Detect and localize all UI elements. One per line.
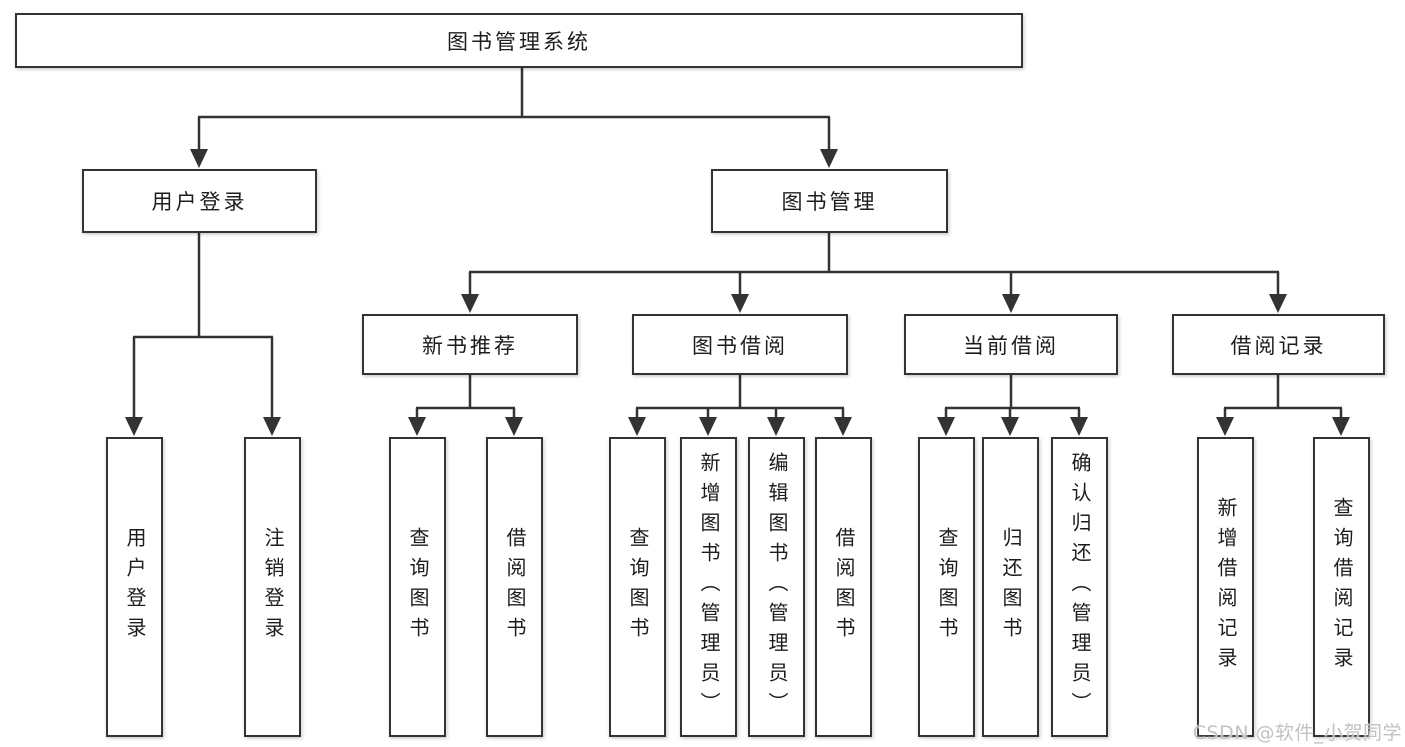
node-label: 新增借阅记录 [1214,497,1238,677]
node-label: 新书推荐 [422,333,518,358]
node-label: 确认归还（管理员） [1068,452,1092,722]
node-label: 用户登录 [151,190,248,214]
leaf-add-borrow-record: 新增借阅记录 [1197,437,1254,737]
node-label: 借阅图书 [503,527,527,647]
leaf-edit-books-admin: 编辑图书（管理员） [748,437,805,737]
node-label: 注销登录 [261,527,285,647]
node-label: 查询借阅记录 [1330,497,1354,677]
leaf-query-books-recommend: 查询图书 [389,437,446,737]
node-label: 用户登录 [123,527,147,647]
node-label: 图书管理 [781,190,878,214]
node-label: 图书管理系统 [447,29,591,54]
node-borrowing-records: 借阅记录 [1172,314,1385,375]
node-label: 图书借阅 [692,333,788,358]
node-user-login: 用户登录 [82,169,317,233]
node-label: 借阅图书 [832,527,856,647]
node-label: 编辑图书（管理员） [765,452,789,722]
node-label: 当前借阅 [963,333,1059,358]
node-label: 借阅记录 [1230,333,1327,358]
node-current-borrowing: 当前借阅 [904,314,1118,375]
leaf-borrow-books-recommend: 借阅图书 [486,437,543,737]
node-label: 查询图书 [626,527,650,647]
leaf-borrow-books-borrowing: 借阅图书 [815,437,872,737]
leaf-query-borrow-record: 查询借阅记录 [1313,437,1370,737]
node-label: 归还图书 [999,527,1023,647]
leaf-confirm-return-admin: 确认归还（管理员） [1051,437,1108,737]
leaf-query-books-borrowing: 查询图书 [609,437,666,737]
node-library-system: 图书管理系统 [15,13,1023,68]
leaf-user-login: 用户登录 [106,437,163,737]
leaf-add-books-admin: 新增图书（管理员） [680,437,737,737]
node-book-management: 图书管理 [711,169,948,233]
node-label: 新增图书（管理员） [697,452,721,722]
leaf-query-books-current: 查询图书 [918,437,975,737]
leaf-logout: 注销登录 [244,437,301,737]
node-label: 查询图书 [935,527,959,647]
node-book-borrowing: 图书借阅 [632,314,848,375]
node-new-book-recommend: 新书推荐 [362,314,578,375]
watermark: CSDN @软件_小贺同学 [1192,722,1402,744]
leaf-return-books: 归还图书 [982,437,1039,737]
node-label: 查询图书 [406,527,430,647]
